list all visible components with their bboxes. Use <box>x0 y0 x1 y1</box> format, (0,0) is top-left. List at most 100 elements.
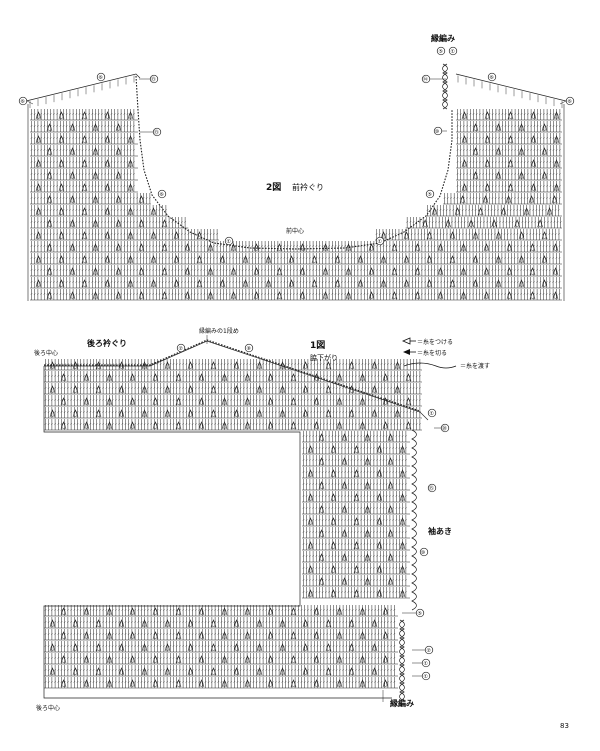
fig1-armhole-row-19 <box>302 575 410 587</box>
figure-2-stitch-rows <box>30 109 562 301</box>
fig2-left-marker-6: ⑥ <box>157 189 167 199</box>
figure-1-armhole-edge <box>44 339 421 702</box>
fig1-armhole-row-9 <box>302 455 410 467</box>
fig1-lower-row-23 <box>44 629 398 641</box>
carry-thread-icon <box>403 362 457 369</box>
fig2-row-left-13 <box>30 145 138 157</box>
fig1-right-marker-2: ② <box>424 645 434 655</box>
fig1-armhole-row-15 <box>302 527 410 539</box>
fig1-right-marker-1-top: ① <box>427 408 437 418</box>
fig1-armhole-row-20 <box>302 587 410 599</box>
fig1-armhole-row-11 <box>302 479 410 491</box>
fig1-armhole-row-7 <box>302 431 410 443</box>
legend-text-carry: ＝糸を渡す <box>460 362 490 370</box>
figure-1-back-center-top: 後ろ中心 <box>34 349 58 357</box>
figure-2-neckline-edge <box>135 63 453 250</box>
fig1-armhole-row-17 <box>302 551 410 563</box>
fig1-right-marker-1-mid: ① <box>421 658 431 668</box>
fig2-row-left-10 <box>30 181 138 193</box>
fig2-row-left-8 <box>30 205 168 217</box>
figure-2-title: 2図 <box>266 182 281 193</box>
fig1-armhole-row-16 <box>302 539 410 551</box>
fig1-armhole-row-8 <box>302 443 410 455</box>
fig1-armhole-row-12 <box>302 491 410 503</box>
fig2-row-left-12 <box>30 157 138 169</box>
fig1-upper-row-4 <box>44 383 422 395</box>
fig1-lower-row-25 <box>44 653 398 665</box>
fig2-row-right-8 <box>426 205 562 217</box>
fig2-right-marker-1: ① <box>375 236 385 246</box>
fig2-row-left-14 <box>30 133 138 145</box>
fig2-row-right-10 <box>456 181 562 193</box>
fig2-row-right-12 <box>456 157 562 169</box>
page-number: 83 <box>560 722 569 730</box>
fig2-side-marker-right: ⑥ <box>487 72 497 82</box>
fig2-row-left-11 <box>30 169 138 181</box>
fig1-armhole-row-10 <box>302 467 410 479</box>
fig1-lower-row-24 <box>44 641 398 653</box>
figure-1-stitch-rows <box>43 340 429 699</box>
fig1-right-marker-20: ⑳ <box>440 423 450 433</box>
figure-2-shoulder-slopes <box>21 73 571 301</box>
fig2-row-full-4 <box>30 253 562 265</box>
legend-item-carry: ＝糸を渡す <box>403 362 490 370</box>
fig2-row-right-13 <box>456 145 562 157</box>
fig1-upper-row-1 <box>44 419 422 431</box>
fig2-left-marker-1: ① <box>224 236 234 246</box>
legend-text-join: ＝糸をつける <box>417 338 453 346</box>
cut-thread-icon <box>403 349 410 355</box>
join-thread-icon <box>401 337 411 345</box>
figure-1-armhole-label: 袖あき <box>427 526 452 536</box>
fig2-row-right-15 <box>456 121 562 133</box>
fig2-row-right-6 <box>375 229 562 241</box>
fig1-upper-row-3 <box>44 395 422 407</box>
fig2-top-marker-1: ① <box>448 46 458 56</box>
fig1-lower-row-27 <box>44 677 398 689</box>
fig2-top-marker-5: ⑤ <box>436 46 446 56</box>
fig1-armhole-row-18 <box>302 563 410 575</box>
fig2-side-marker-far-right: ⑥ <box>565 96 575 106</box>
figure-2-edging-label: 縁編み <box>431 33 455 43</box>
legend-item-join: ＝糸をつける <box>401 337 453 346</box>
fig2-row-full-5 <box>30 241 562 253</box>
fig1-top-marker-2: ② <box>176 343 186 353</box>
marker-leader-lines <box>26 78 567 702</box>
figure-1-back-neck-label: 後ろ衿ぐり <box>87 338 127 348</box>
legend: ＝糸をつける ＝糸を切る ＝糸を渡す <box>401 337 490 370</box>
fig2-row-left-16 <box>30 109 138 121</box>
fig2-right-marker-10: ⑩ <box>433 126 443 136</box>
fig2-row-left-7 <box>30 217 189 229</box>
figure-1-edging-start-label: 縁編みの1段め <box>199 327 239 335</box>
fig1-right-marker-1-bottom: ① <box>421 671 431 681</box>
fig1-upper-row-2 <box>44 407 422 419</box>
fig2-left-marker-13a: ⑬ <box>149 74 159 84</box>
legend-item-cut: ＝糸を切る <box>403 349 447 357</box>
figure-2-center-label: 前中心 <box>286 227 304 235</box>
row-markers: ⑤ ① ⑬ ⑬ ⑥ ① ⑭ ⑩ <box>18 46 575 681</box>
fig2-side-marker-left: ⑥ <box>96 72 106 82</box>
fig2-row-full-3 <box>30 265 562 277</box>
fig1-lower-row-26 <box>44 665 398 677</box>
figure-2-front-neckline <box>21 63 571 301</box>
figure-1-title: 1図 <box>310 340 325 351</box>
figure-1-edging-label: 縁編み <box>390 698 414 708</box>
fig2-row-left-15 <box>30 121 138 133</box>
fig2-right-marker-14: ⑭ <box>421 74 431 84</box>
fig2-row-right-16 <box>456 109 562 121</box>
legend-text-cut: ＝糸を切る <box>417 349 447 357</box>
fig1-armhole-row-14 <box>302 515 410 527</box>
fig1-right-marker-15: ⑮ <box>427 483 437 493</box>
fig1-right-marker-10: ⑩ <box>419 547 429 557</box>
fig2-row-left-9 <box>30 193 151 205</box>
fig1-lower-row-21 <box>44 605 398 617</box>
fig1-right-marker-5: ⑤ <box>415 608 425 618</box>
fig1-upper-row-5 <box>44 371 422 383</box>
fig1-armhole-row-13 <box>302 503 410 515</box>
fig2-row-right-11 <box>456 169 562 181</box>
figure-1-subtitle: 脇下がり <box>310 353 338 362</box>
fig2-row-full-2 <box>30 277 562 289</box>
figure-2-subtitle: 前衿ぐり <box>292 182 324 192</box>
fig2-row-full-1 <box>30 289 562 301</box>
fig2-row-right-9 <box>443 193 562 205</box>
fig1-top-marker-8: ⑧ <box>244 343 254 353</box>
